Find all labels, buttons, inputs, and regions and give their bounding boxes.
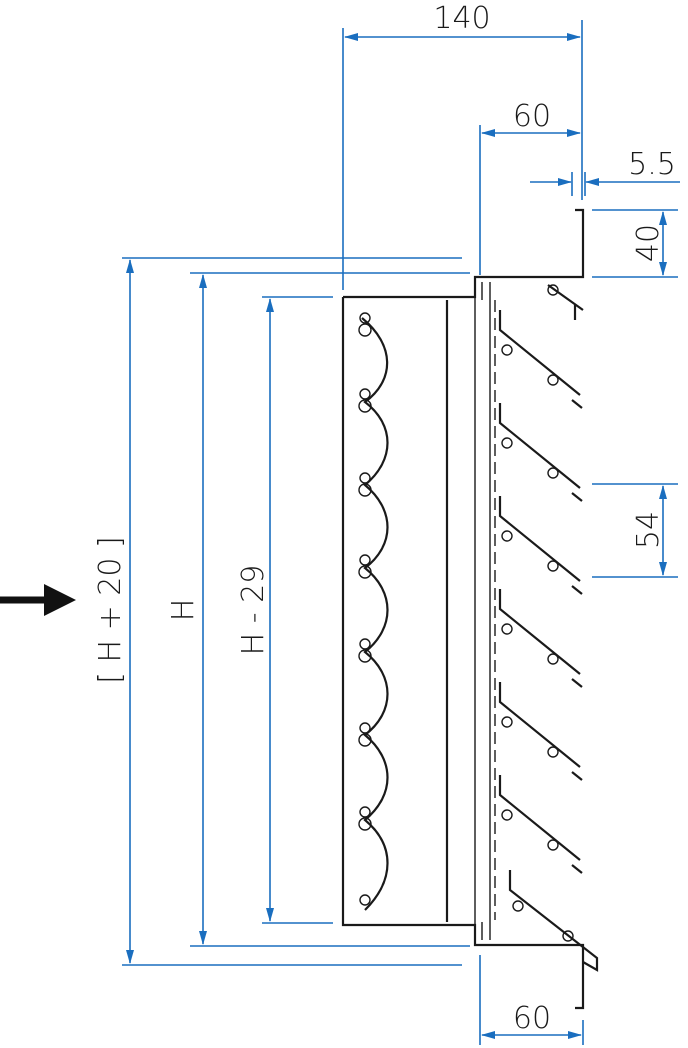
dimension-label: 60 — [513, 99, 551, 134]
dimension-overall-depth: 140 — [342, 1, 583, 290]
arrow-right-icon — [0, 584, 76, 616]
dimension-bottom-frame-depth: 60 — [479, 955, 584, 1045]
dimension-label: H - 29 — [236, 565, 271, 656]
dimension-blade-pitch: 54 — [592, 483, 678, 578]
damper-blades — [358, 312, 389, 911]
dimension-overall-height: [ H + 20 ] — [93, 257, 462, 966]
dimension-label: 140 — [433, 1, 490, 36]
dimension-flange-thickness: 5.5 — [530, 147, 680, 196]
dimension-label: 5.5 — [628, 147, 676, 182]
dimension-label: 60 — [513, 1001, 551, 1036]
louvre-blades — [498, 284, 599, 972]
damper-casing — [341, 208, 585, 1010]
dimension-damper-height: H - 29 — [236, 296, 333, 924]
dimension-nominal-height: H — [166, 272, 470, 947]
dimension-label: 40 — [631, 224, 666, 262]
dimension-label: H — [166, 599, 201, 622]
dimension-label: [ H + 20 ] — [93, 536, 128, 683]
dimension-top-flange-height: 40 — [592, 209, 678, 278]
louvre-blade-clips — [501, 284, 574, 942]
dimension-top-frame-depth: 60 — [479, 99, 581, 275]
dimension-label: 54 — [631, 511, 666, 549]
